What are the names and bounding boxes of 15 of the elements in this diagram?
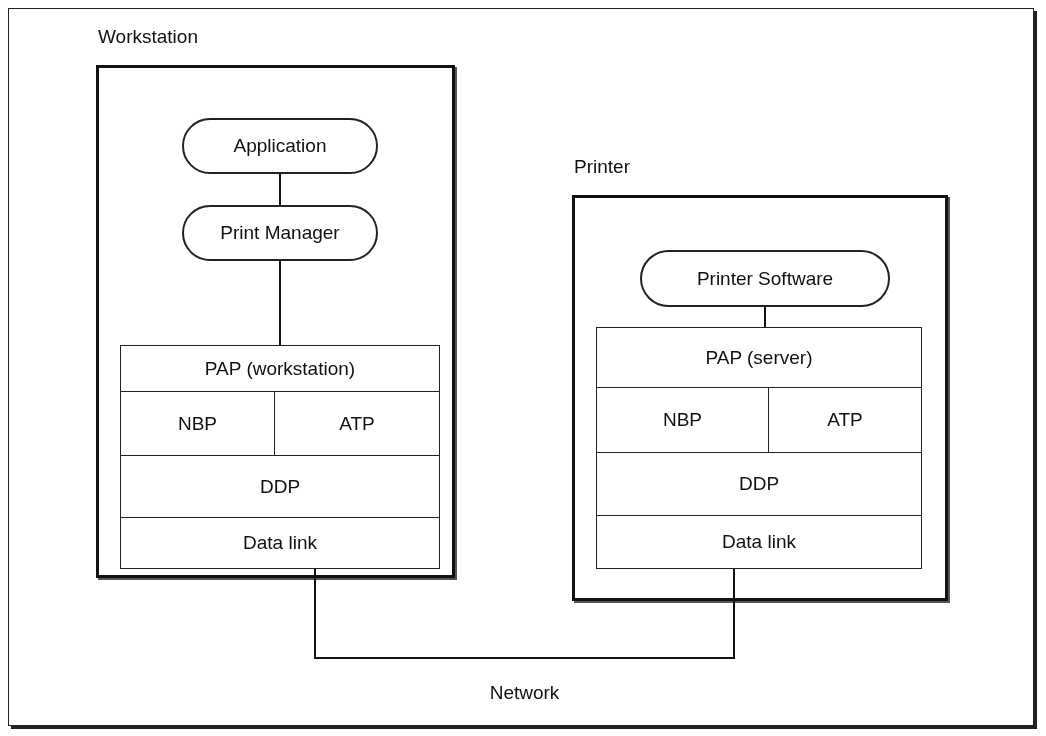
connector-line — [279, 173, 281, 206]
protocol-layer: DDP — [596, 452, 922, 516]
process-pill: Print Manager — [182, 205, 378, 261]
connector-line — [279, 260, 281, 346]
protocol-layer: DDP — [120, 455, 440, 518]
protocol-layer: Data link — [120, 517, 440, 569]
process-pill: Application — [182, 118, 378, 174]
process-pill: Printer Software — [640, 250, 890, 307]
protocol-layer: Data link — [596, 515, 922, 569]
connector-line — [314, 568, 735, 659]
panel-heading: Printer — [574, 156, 630, 178]
panel-heading: Workstation — [98, 26, 198, 48]
protocol-layer: PAP (server) — [596, 327, 922, 388]
connector-line — [764, 306, 766, 328]
protocol-layer: PAP (workstation) — [120, 345, 440, 392]
